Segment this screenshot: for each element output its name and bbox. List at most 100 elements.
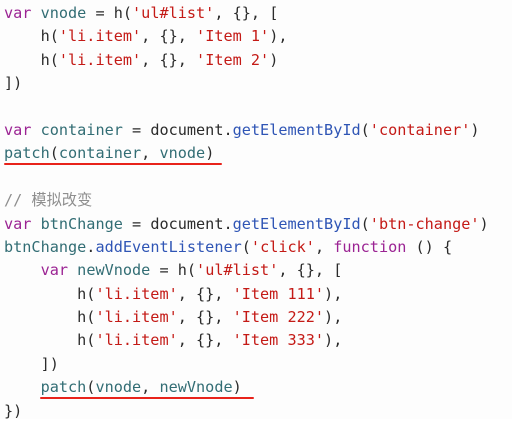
code-token: ( [49,144,59,163]
code-line: }) [0,400,512,423]
code-token: 'click' [250,237,315,256]
code-token: 'Item 1' [196,27,270,46]
code-token: vnode [40,4,87,22]
code-token: = h( [150,261,197,280]
code-token: ), [324,284,343,303]
highlight-underline-patch-container [4,163,222,165]
code-token: ) [232,378,242,397]
code-token: 'container' [369,120,471,139]
code-token: newVnode [159,378,233,397]
code-token: ( [241,237,251,256]
code-token [4,261,41,279]
code-line: var container = document.getElementById(… [0,119,512,142]
code-line: h('li.item', {}, 'Item 111'), [0,283,512,306]
code-token: ) [479,214,489,233]
code-token: h( [4,308,96,327]
code-token: , {}, [141,50,197,69]
code-token: var [4,4,32,22]
code-token: , [314,237,334,256]
code-token: h( [4,27,59,46]
code-token: 'Item 111' [232,284,325,303]
code-token: 'ul#list' [132,4,215,22]
code-token: , {}, [177,284,233,303]
code-token: , {}, [ [278,261,343,280]
code-token: = h( [86,4,133,22]
code-token: ) [205,144,215,163]
code-line: patch(container, vnode) [0,142,512,165]
code-token: ) [269,50,279,69]
code-token: h( [4,50,59,69]
code-token: 'ul#list' [196,261,279,280]
code-token: addEventListener [95,237,242,256]
code-token: function [333,237,407,256]
code-line: h('li.item', {}, 'Item 2') [0,49,512,72]
code-line [0,166,512,189]
code-token: = document. [122,120,233,139]
code-token: var [40,261,69,280]
code-token: getElementById [232,120,361,139]
code-line: // 模拟改变 [0,189,512,212]
code-token: btnChange [40,214,123,233]
code-token: var [4,120,32,139]
code-token: , {}, [ [214,4,279,22]
code-token: ), [269,27,288,46]
code-token: // 模拟改变 [4,191,93,210]
code-token: , [141,378,160,397]
code-token: btnChange [4,237,87,256]
code-token: h( [4,331,96,350]
code-token [31,4,40,22]
code-token: 'btn-change' [369,214,480,233]
code-token: 'Item 222' [232,308,325,327]
code-token: patch [4,144,50,163]
code-line: btnChange.addEventListener('click', func… [0,236,512,259]
code-token: 'li.item' [95,331,178,350]
code-token: ) [470,120,480,139]
code-token: vnode [95,378,142,397]
code-token: 'Item 2' [196,50,270,69]
code-token: , [141,144,160,163]
code-line: ]) [0,72,512,95]
code-token: ), [324,331,343,350]
code-token [31,215,40,233]
code-token: container [40,120,123,139]
code-token: patch [40,378,87,397]
code-token: }) [4,401,23,420]
code-line: var vnode = h('ul#list', {}, [ [0,2,512,25]
highlight-underline-patch-newvnode [40,397,254,399]
code-token [68,261,77,279]
code-line: var btnChange = document.getElementById(… [0,213,512,236]
code-token: ]) [4,74,23,93]
code-line: h('li.item', {}, 'Item 333'), [0,329,512,352]
code-token: , {}, [141,27,197,46]
code-line: ]) [0,353,512,376]
code-token: () { [406,237,453,256]
code-token: newVnode [77,261,151,280]
code-token: ), [324,308,343,327]
code-token: var [4,214,32,233]
code-line: var newVnode = h('ul#list', {}, [ [0,259,512,282]
code-token: ( [86,378,96,397]
code-token: getElementById [232,214,361,233]
code-token [31,121,40,139]
code-token: 'li.item' [58,27,142,46]
code-token: ( [360,120,370,139]
code-token: , {}, [177,331,233,350]
code-token: container [58,144,142,163]
code-token: 'Item 333' [232,331,325,350]
code-token: 'li.item' [95,308,178,327]
code-token: ]) [4,354,59,373]
code-line: h('li.item', {}, 'Item 1'), [0,25,512,48]
code-token: = document. [122,214,233,233]
code-line: h('li.item', {}, 'Item 222'), [0,306,512,329]
code-token: h( [4,284,96,303]
code-token: vnode [159,144,206,163]
code-line: patch(vnode, newVnode) [0,376,512,399]
code-line [0,96,512,119]
code-token: 'li.item' [58,50,142,69]
code-token: , {}, [177,308,233,327]
code-token: 'li.item' [95,284,178,303]
code-token [4,378,41,396]
code-token: . [86,237,96,256]
